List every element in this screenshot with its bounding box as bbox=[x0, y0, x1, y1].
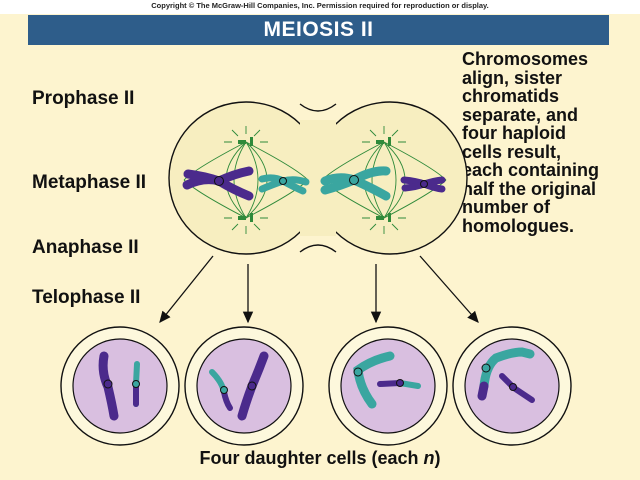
chromosome-teal-left bbox=[258, 174, 310, 195]
chromosome-purple-left bbox=[182, 166, 254, 201]
description-line: half the original bbox=[462, 178, 597, 199]
daughter-cell-4 bbox=[452, 326, 572, 446]
description-line: number of bbox=[462, 197, 550, 217]
dividing-cell bbox=[168, 101, 468, 255]
arrow-icon bbox=[419, 255, 479, 323]
chromosome-purple-right bbox=[400, 176, 446, 193]
daughter-cell-3 bbox=[328, 326, 448, 446]
chromosome-teal-right bbox=[320, 166, 391, 201]
caption-text: Four daughter cells (each bbox=[199, 448, 424, 468]
stage-telophase-ii: Telophase II bbox=[32, 287, 141, 308]
stage-anaphase-ii: Anaphase II bbox=[32, 237, 139, 258]
stage-prophase-ii: Prophase II bbox=[32, 88, 135, 109]
arrow-icon bbox=[159, 255, 214, 324]
title-banner: MEIOSIS II bbox=[28, 15, 609, 45]
description-line: cells result, bbox=[462, 141, 562, 162]
copyright-notice: Copyright © The McGraw-Hill Companies, I… bbox=[0, 0, 640, 14]
stage-metaphase-ii: Metaphase II bbox=[32, 172, 147, 193]
description-line: chromatids bbox=[462, 86, 560, 106]
daughter-cell-2 bbox=[184, 326, 304, 446]
description-line: four haploid bbox=[462, 123, 566, 143]
centriole-pair-left bbox=[238, 137, 253, 222]
description-line: homologues. bbox=[462, 215, 574, 236]
description-line: separate, and bbox=[462, 104, 579, 125]
caption-end: ) bbox=[434, 448, 441, 468]
caption-italic-n: n bbox=[423, 448, 435, 468]
description-text: Chromosomes align, sister chromatids sep… bbox=[462, 50, 634, 235]
daughter-cell-1 bbox=[60, 326, 180, 446]
description-line: each containing bbox=[462, 160, 600, 180]
description-line: align, sister bbox=[462, 67, 563, 88]
division-arrows bbox=[159, 255, 479, 324]
description-line: Chromosomes bbox=[462, 49, 589, 69]
caption: Four daughter cells (each n) bbox=[0, 448, 640, 469]
centriole-pair-right bbox=[376, 137, 391, 222]
